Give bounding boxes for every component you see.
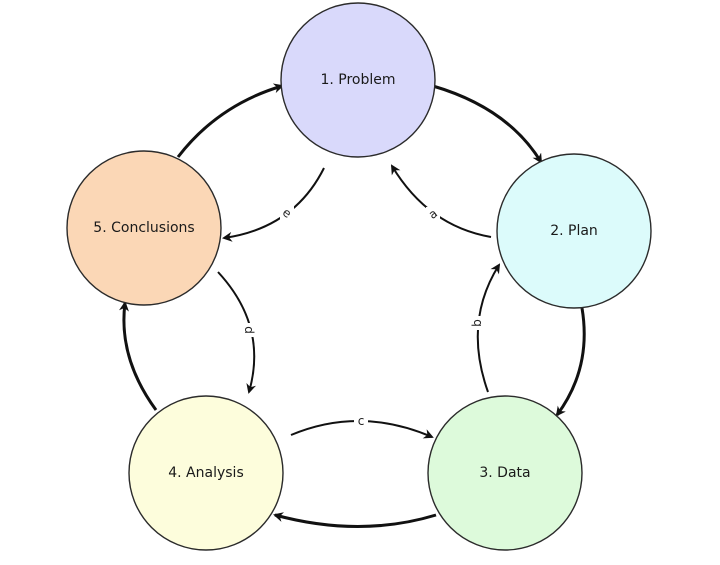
node-plan: 2. Plan [496,153,652,309]
node-data-label: 3. Data [479,465,530,481]
outer-arrow-analysis-to-conclusions [119,301,158,411]
node-data-circle [427,395,583,551]
edge-label-b: b [470,319,484,327]
node-analysis-circle [128,395,284,551]
inner-arrow-a [390,164,492,238]
node-plan-label: 2. Plan [550,223,598,239]
node-data: 3. Data [427,395,583,551]
edge-label-c-group: c [354,414,368,428]
node-plan-circle [496,153,652,309]
edge-label-e-group: e [280,205,294,221]
node-problem-circle [280,2,436,158]
node-problem-label: 1. Problem [320,72,395,88]
node-conclusions-label: 5. Conclusions [93,220,194,236]
outer-arrow-data-to-analysis [273,512,437,528]
outer-arrow-conclusions-to-problem [176,83,284,158]
node-conclusions: 5. Conclusions [66,150,222,306]
node-analysis: 4. Analysis [128,395,284,551]
edge-label-d-group: d [242,323,256,337]
node-problem: 1. Problem [280,2,436,158]
node-conclusions-circle [66,150,222,306]
edge-label-a-group: a [426,206,440,222]
edge-label-b-group: b [470,316,484,330]
edge-label-c: c [358,414,365,428]
inner-arrow-e [222,167,325,242]
outer-arrow-problem-to-plan [432,84,543,164]
node-analysis-label: 4. Analysis [168,465,244,481]
outer-arrow-plan-to-data [555,307,586,417]
edge-label-d: d [242,326,256,334]
